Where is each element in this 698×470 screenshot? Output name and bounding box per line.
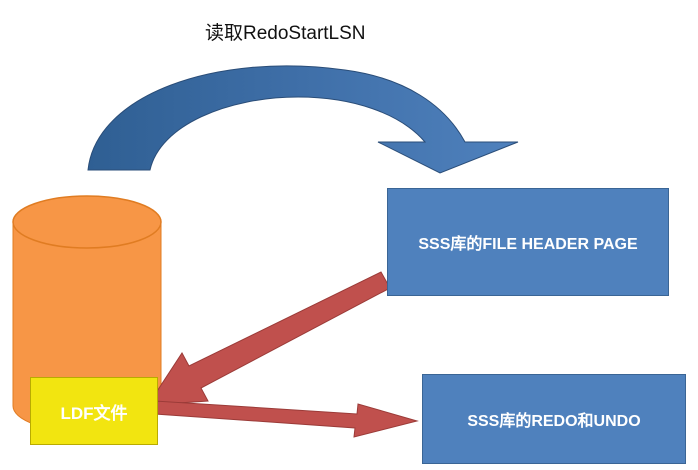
curved-read-arrow [87,65,519,174]
redo-undo-label: SSS库的REDO和UNDO [467,413,641,430]
arrow-header-to-ldf [147,271,391,406]
file-header-page-label: SSS库的FILE HEADER PAGE [418,236,638,253]
arrow-ldf-to-redo [154,400,419,438]
file-header-page-box: SSS库的FILE HEADER PAGE [387,188,669,296]
redo-undo-box: SSS库的REDO和UNDO [422,374,686,464]
ldf-file-box: LDF文件 [30,377,158,445]
ldf-file-label: LDF文件 [60,403,128,423]
read-redostartlsn-caption: 读取RedoStartLSN [205,23,366,44]
